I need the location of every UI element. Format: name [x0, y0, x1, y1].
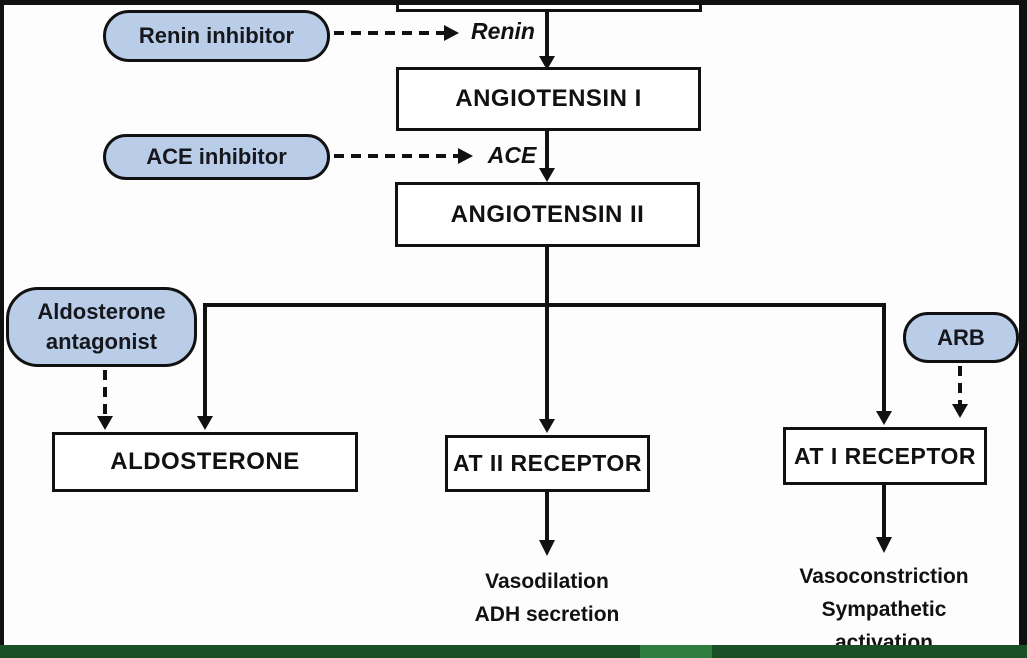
ace-inhibitor-pill: ACE inhibitor: [103, 134, 330, 180]
angiotensin-i-box: ANGIOTENSIN I: [396, 67, 701, 131]
arrowhead-ace-step: [539, 168, 555, 182]
at-i-effect-line1: Vasoconstriction: [799, 565, 969, 588]
aldosterone-label: ALDOSTERONE: [110, 448, 300, 475]
arrowhead-renin-step: [539, 56, 555, 70]
arrowhead-at1-effects: [876, 537, 892, 553]
aldosterone-antagonist-label-line1: Aldosterone: [37, 299, 166, 324]
at-i-receptor-box: AT I RECEPTOR: [783, 427, 987, 485]
angiotensin-i-label: ANGIOTENSIN I: [455, 85, 642, 112]
at-ii-effects-text: Vasodilation ADH secretion: [440, 565, 654, 631]
at-i-receptor-label: AT I RECEPTOR: [794, 442, 976, 469]
frame-right-border: [1019, 0, 1027, 658]
ace-enzyme-label: ACE: [487, 142, 537, 168]
angiotensin-ii-label: ANGIOTENSIN II: [450, 200, 645, 228]
at-i-effects-text: Vasoconstriction Sympathetic activation: [779, 560, 989, 658]
aldosterone-antagonist-pill: Aldosterone antagonist: [6, 287, 197, 367]
arb-pill: ARB: [903, 312, 1019, 363]
at-ii-receptor-box: AT II RECEPTOR: [445, 435, 650, 492]
aldosterone-box: ALDOSTERONE: [52, 432, 358, 492]
frame-top-border: [0, 0, 1027, 5]
renin-inhibitor-label: Renin inhibitor: [138, 23, 295, 48]
ace-inhibitor-label: ACE inhibitor: [146, 144, 287, 169]
arb-label: ARB: [937, 324, 985, 350]
at-ii-receptor-label: AT II RECEPTOR: [453, 450, 642, 476]
at-i-effect-line2: Sympathetic: [821, 598, 947, 621]
bottom-green-bar: [0, 645, 1027, 658]
bottom-green-bar-accent: [640, 645, 712, 658]
arrowhead-aldosterone-antagonist: [97, 416, 113, 430]
angiotensin-ii-box: ANGIOTENSIN II: [395, 182, 700, 247]
arrowhead-ang2-to-at2: [539, 419, 555, 433]
arrowhead-at2-effects: [539, 540, 555, 556]
arrowhead-arb: [952, 404, 968, 418]
aldosterone-antagonist-label-line2: antagonist: [45, 329, 158, 354]
arrowhead-renin-inhibitor: [444, 25, 459, 41]
renin-inhibitor-pill: Renin inhibitor: [103, 10, 330, 62]
arrowhead-branch-to-aldosterone: [197, 416, 213, 430]
renin-enzyme-label: Renin: [471, 18, 535, 44]
arrowhead-ace-inhibitor: [458, 148, 473, 164]
at-ii-effect-line2: ADH secretion: [474, 603, 620, 626]
at-ii-effect-line1: Vasodilation: [485, 570, 609, 593]
frame-left-border: [0, 0, 4, 658]
arrowhead-branch-to-at1: [876, 411, 892, 425]
